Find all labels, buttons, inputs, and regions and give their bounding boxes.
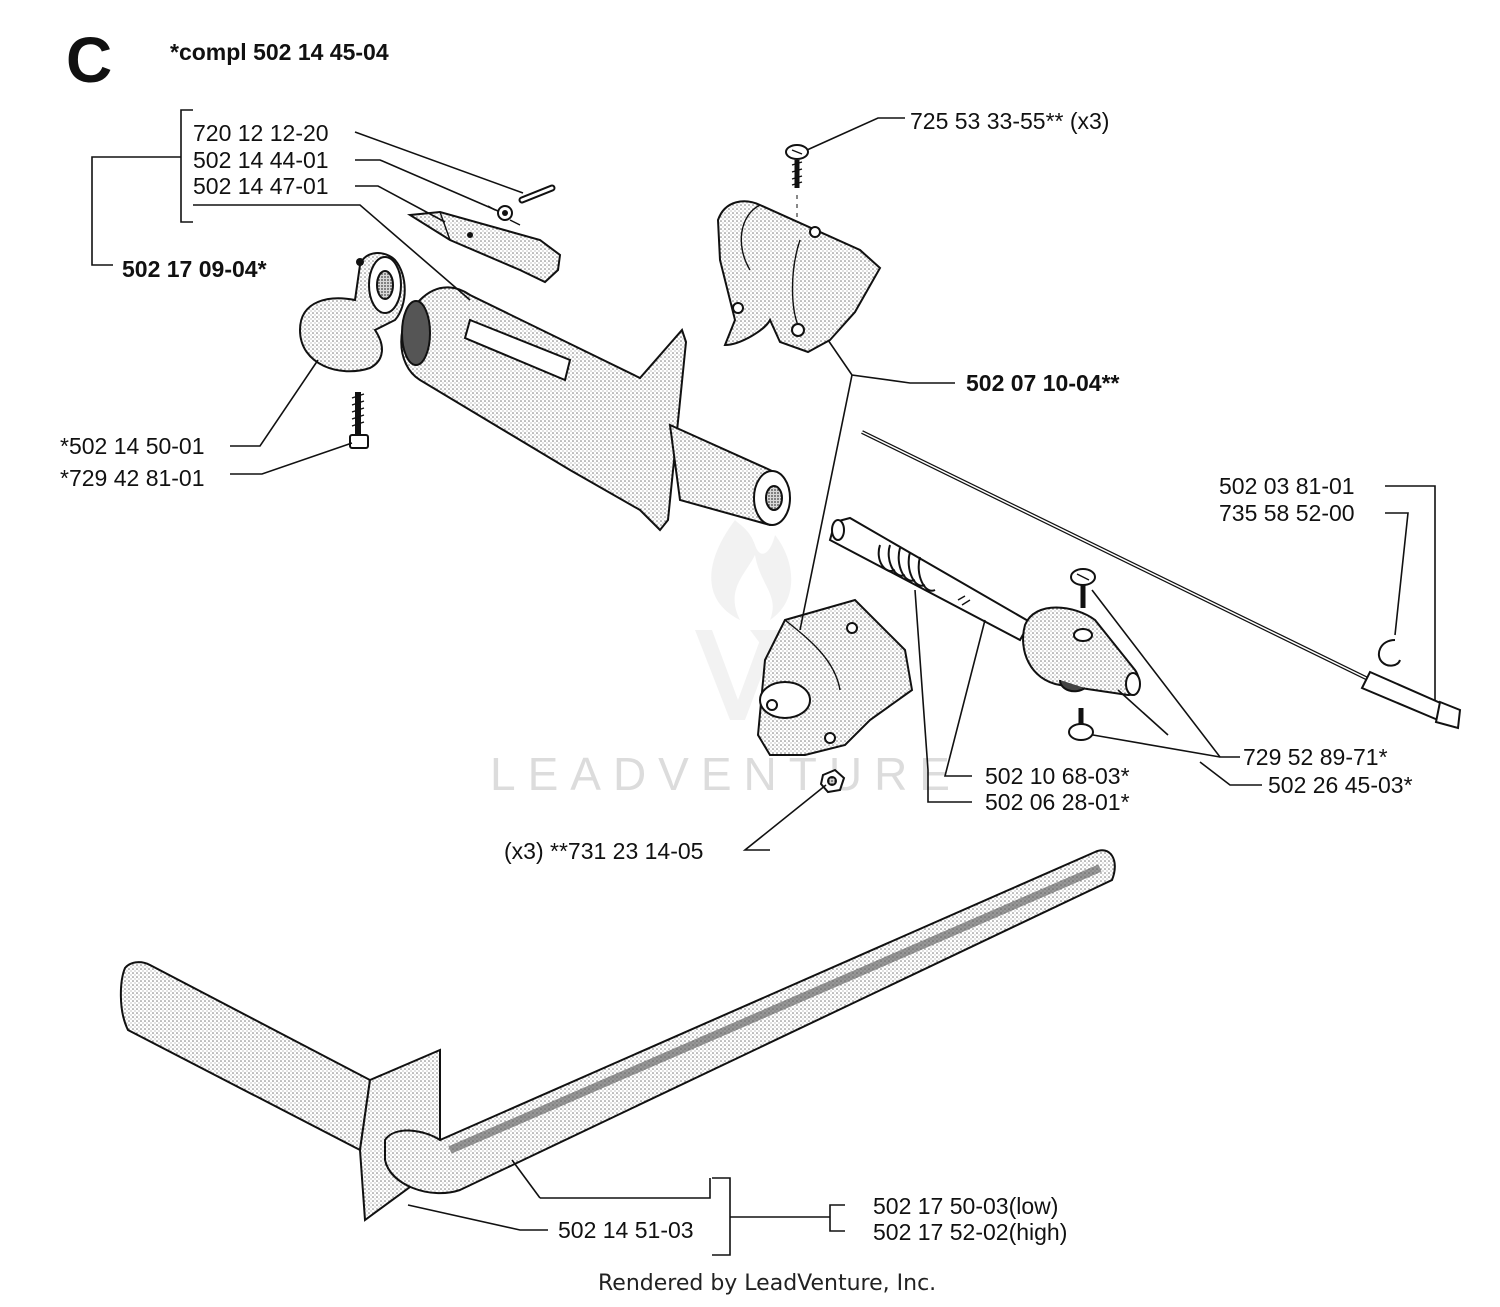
label-502-10-68-03: 502 10 68-03*	[985, 763, 1130, 789]
top-screw-part	[785, 144, 809, 330]
label-502-17-52-02: 502 17 52-02(high)	[873, 1219, 1067, 1245]
label-502-07-10-04: 502 07 10-04**	[966, 370, 1120, 396]
nut-part	[819, 768, 846, 794]
label-729-52-89-71: 729 52 89-71*	[1243, 744, 1388, 770]
spring-part	[487, 205, 521, 226]
label-502-17-09-04: 502 17 09-04*	[122, 256, 267, 282]
leader-lines	[91, 109, 1436, 1256]
label-502-06-28-01: 502 06 28-01*	[985, 789, 1130, 815]
rear-handle-part	[400, 286, 791, 532]
pin-part	[518, 184, 556, 204]
label-502-26-45-03: 502 26 45-03*	[1268, 772, 1413, 798]
label-502-03-81-01: 502 03 81-01	[1219, 473, 1355, 499]
label-502-14-47-01: 502 14 47-01	[193, 173, 329, 199]
kit-title: *compl 502 14 45-04	[170, 39, 389, 65]
label-731-23-14-05: (x3) **731 23 14-05	[504, 838, 703, 864]
throttle-cable-part	[861, 430, 1462, 730]
throttle-housing-part	[1022, 606, 1141, 697]
loop-handle-part	[119, 849, 1116, 1222]
label-502-14-51-03: 502 14 51-03	[558, 1217, 694, 1243]
cap-screw-part	[349, 392, 369, 449]
lower-clamp-part	[756, 598, 914, 756]
upper-clamp-part	[716, 200, 882, 354]
watermark-text: LEADVENTURE	[490, 748, 962, 800]
label-502-14-44-01: 502 14 44-01	[193, 147, 329, 173]
label-735-58-52-00: 735 58 52-00	[1219, 500, 1355, 526]
throttle-lever-part	[406, 210, 562, 284]
label-720-12-12-20: 720 12 12-20	[193, 120, 329, 146]
label-725-53-33-55: 725 53 33-55** (x3)	[910, 108, 1109, 134]
section-letter: C	[66, 24, 112, 96]
label-502-14-50-01: *502 14 50-01	[60, 433, 205, 459]
housing-screw-upper	[1070, 568, 1096, 608]
handle-cap-part	[298, 252, 406, 373]
footer-credit: Rendered by LeadVenture, Inc.	[598, 1271, 936, 1296]
label-729-42-81-01: *729 42 81-01	[60, 465, 205, 491]
label-502-17-50-03: 502 17 50-03(low)	[873, 1193, 1058, 1219]
cable-clip-part	[1377, 639, 1401, 667]
housing-screw-lower	[1068, 708, 1094, 741]
